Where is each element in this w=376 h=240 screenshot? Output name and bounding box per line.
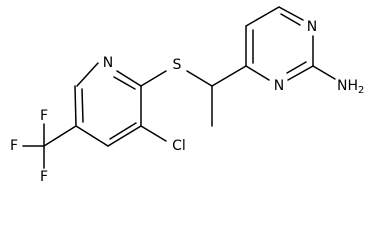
- atom-label-f-left: F: [10, 138, 18, 154]
- bond: [278, 6, 304, 21]
- bond: [81, 88, 84, 123]
- bond: [312, 65, 336, 80]
- cf3-group: [22, 123, 77, 169]
- bond: [113, 76, 136, 90]
- molecule-svg: N S Cl N N NH2 F F F: [10, 6, 364, 185]
- atom-label-n-pyrimidine-top: N: [307, 19, 317, 35]
- bond: [76, 62, 99, 87]
- bond: [43, 125, 77, 147]
- bond: [75, 125, 109, 147]
- pyrimidine-ring: [245, 6, 336, 81]
- atom-label-f-bottom: F: [40, 169, 48, 185]
- atom-label-cl: Cl: [172, 138, 186, 154]
- atom-label-n-pyrimidine-bottom: N: [274, 78, 284, 94]
- thioether-linker: [140, 65, 247, 127]
- bond: [211, 65, 247, 87]
- pyridine-ring: [74, 62, 142, 147]
- bond: [116, 70, 142, 87]
- bond: [140, 70, 167, 87]
- bond: [74, 85, 77, 127]
- atom-label-f-top: F: [40, 108, 48, 124]
- bond: [286, 61, 307, 74]
- bond: [245, 6, 280, 27]
- bond: [245, 65, 270, 81]
- atom-label-nh2: NH2: [337, 78, 364, 96]
- bond: [186, 70, 213, 87]
- bond: [280, 13, 301, 26]
- atom-label-subscript-2: 2: [358, 85, 364, 96]
- bond: [107, 125, 142, 147]
- structure-diagram: N S Cl N N NH2 F F F: [10, 6, 364, 185]
- bond: [140, 125, 167, 142]
- atom-label-n-pyridine: N: [103, 55, 113, 71]
- bond: [287, 65, 314, 81]
- atom-label-s: S: [173, 57, 182, 73]
- atom-label-nh: NH: [337, 78, 358, 94]
- bond: [109, 122, 137, 140]
